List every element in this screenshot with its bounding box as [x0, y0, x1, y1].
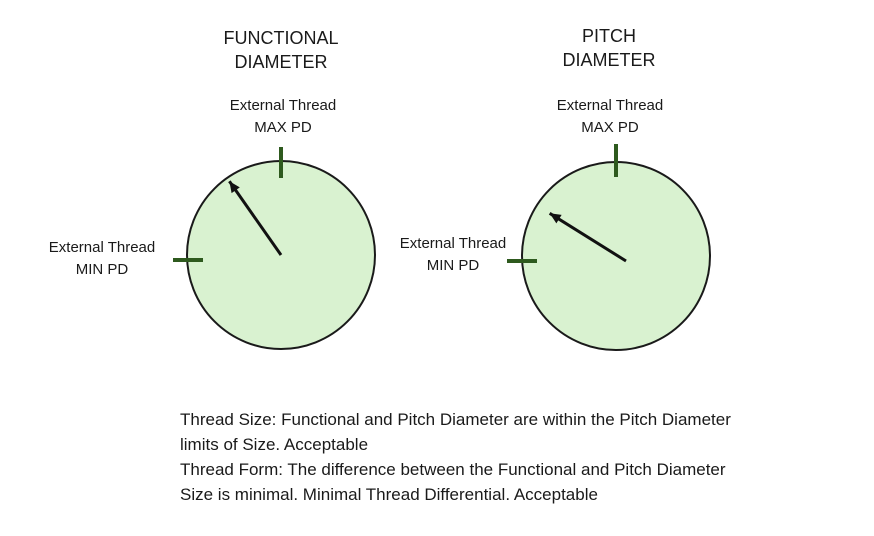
pitch-min-pd-label: External Thread MIN PD: [378, 233, 528, 277]
pitch-max-pd-label: External Thread MAX PD: [535, 95, 685, 139]
max-label-line-2: MAX PD: [254, 119, 312, 136]
evaluation-notes: Thread Size: Functional and Pitch Diamet…: [180, 407, 840, 507]
functional-diameter-title: FUNCTIONAL DIAMETER: [191, 26, 371, 74]
title-line-2: DIAMETER: [234, 52, 328, 72]
max-label-line-1: External Thread: [556, 97, 664, 114]
needle-arrowhead: [549, 213, 562, 224]
title-line-1: PITCH: [582, 26, 636, 46]
title-line-2: DIAMETER: [562, 50, 656, 70]
title-line-1: FUNCTIONAL: [223, 28, 339, 48]
functional-max-pd-label: External Thread MAX PD: [208, 95, 358, 139]
needle-shaft: [228, 180, 283, 256]
min-label-line-1: External Thread: [399, 235, 507, 252]
pitch-diameter-dial: [507, 144, 711, 351]
thread-form-note-line-2: Size is minimal. Minimal Thread Differen…: [180, 485, 598, 504]
thread-form-note-line-1: Thread Form: The difference between the …: [180, 460, 726, 479]
thread-size-note-line-1: Thread Size: Functional and Pitch Diamet…: [180, 410, 731, 429]
max-label-line-1: External Thread: [229, 97, 337, 114]
min-label-line-2: MIN PD: [75, 261, 129, 278]
functional-diameter-dial: [173, 147, 376, 350]
min-label-line-2: MIN PD: [426, 257, 480, 274]
needle-shaft: [548, 212, 627, 263]
max-label-line-2: MAX PD: [581, 119, 639, 136]
pitch-diameter-title: PITCH DIAMETER: [519, 24, 699, 72]
thread-size-note-line-2: limits of Size. Acceptable: [180, 435, 369, 454]
needle-icon: [548, 212, 627, 263]
min-label-line-1: External Thread: [48, 239, 156, 256]
needle-arrowhead: [229, 181, 240, 194]
functional-min-pd-label: External Thread MIN PD: [27, 237, 177, 281]
needle-icon: [228, 180, 283, 256]
